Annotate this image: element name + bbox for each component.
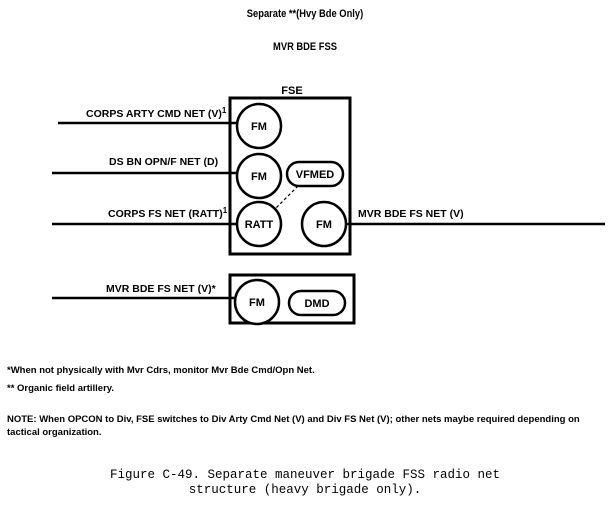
dmd-unit — [287, 289, 347, 317]
figure-caption-line1: Figure C-49. Separate maneuver brigade F… — [109, 468, 501, 482]
fm-radio-2 — [235, 152, 283, 200]
lower-box — [228, 273, 356, 325]
ratt-radio — [235, 200, 283, 248]
ds-bn-net-label: DS BN OPN/F NET (D) — [109, 156, 218, 168]
fm-radio-3 — [300, 200, 348, 248]
fm-radio-2-label: FM — [251, 171, 267, 183]
header-title: MVR BDE FSS — [273, 41, 337, 53]
dmd-label: DMD — [304, 298, 329, 310]
vfmed-ratt-link — [271, 185, 299, 213]
figure-caption-line2: structure (heavy brigade only). — [188, 483, 422, 497]
fse-label: FSE — [281, 85, 302, 97]
mvr-bde-fs-net-label-lower: MVR BDE FS NET (V)* — [106, 283, 217, 295]
fse-box — [228, 96, 352, 256]
ratt-label: RATT — [245, 219, 274, 231]
corps-arty-net-label: CORPS ARTY CMD NET (V)1 — [86, 106, 227, 120]
vfmed-unit — [285, 160, 345, 188]
fm-radio-4 — [233, 278, 281, 326]
fm-radio-3-label: FM — [316, 219, 332, 231]
note-double-asterisk: ** Organic field artillery. — [7, 383, 115, 394]
vfmed-label: VFMED — [296, 169, 335, 181]
header-subtitle: Separate **(Hvy Bde Only) — [246, 8, 364, 20]
corps-fs-net-label: CORPS FS NET (RATT)1 — [108, 206, 228, 220]
mvr-bde-fs-net-label-right: MVR BDE FS NET (V) — [358, 208, 464, 220]
fm-radio-1 — [235, 102, 283, 150]
fm-radio-1-label: FM — [251, 121, 267, 133]
note-asterisk: *When not physically with Mvr Cdrs, moni… — [7, 365, 315, 376]
fm-radio-4-label: FM — [249, 297, 265, 309]
note-opcon: NOTE: When OPCON to Div, FSE switches to… — [7, 414, 580, 438]
